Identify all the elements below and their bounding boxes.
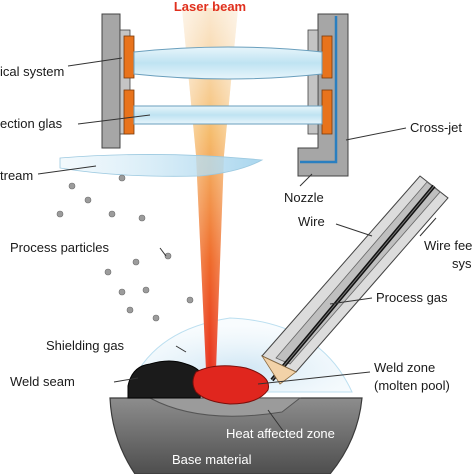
wire-feed-assembly [260, 175, 449, 385]
leader-heat-affected-zone [267, 409, 285, 433]
gas-stream [59, 154, 264, 177]
cross-jet-label: Cross-jet [410, 120, 462, 135]
leader-shielding-gas [175, 345, 187, 353]
base-material [109, 397, 363, 474]
glass-mount-left [123, 89, 135, 135]
focusing-lens [133, 46, 323, 80]
leader-gas-stream [37, 165, 97, 175]
leader-protection-glass [77, 114, 151, 125]
weld-zone-label-line2: (molten pool) [374, 378, 450, 393]
process-particles [56, 174, 194, 322]
nozzle-label: Nozzle [284, 190, 324, 205]
protection-glass [133, 105, 323, 125]
leader-process-gas [329, 297, 373, 305]
leader-process-particles [159, 247, 167, 257]
leader-weld-seam [113, 377, 139, 383]
lens-mount-right [321, 35, 333, 79]
leader-optical-system [67, 57, 123, 67]
housing-left-wall [101, 13, 121, 149]
laser-beam-label: Laser beam [174, 0, 246, 14]
lens-mount-left [123, 35, 135, 79]
leader-cross-jet [345, 127, 407, 141]
weld-seam-label: Weld seam [10, 374, 75, 389]
wire-feed-label-line2: sys [452, 256, 472, 271]
shielding-gas-label: Shielding gas [46, 338, 125, 353]
process-gas-label: Process gas [376, 290, 448, 305]
weld-zone-label-line1: Weld zone [374, 360, 435, 375]
wire-label: Wire [298, 214, 325, 229]
laser-beam-sheen [182, 8, 238, 370]
leader-wire-feed [419, 217, 437, 237]
wire-highlight [271, 185, 435, 381]
optical-system-label: ical system [0, 64, 64, 79]
molten-pool [192, 365, 270, 405]
cross-jet-channel [300, 16, 338, 164]
base-material-label: Base material [172, 452, 252, 467]
housing-right-inner [307, 29, 319, 135]
heat-affected-zone [149, 397, 302, 417]
process-particles-label: Process particles [10, 240, 109, 255]
glass-mount-right [321, 89, 333, 135]
leader-wire [335, 223, 373, 237]
heat-affected-zone-label: Heat affected zone [226, 426, 335, 441]
wire-feed-label-line1: Wire fee [424, 238, 472, 253]
leader-weld-zone [257, 371, 371, 385]
gas-stream-label: tream [0, 168, 33, 183]
weld-seam [127, 360, 205, 399]
wire-tip-cone [260, 355, 297, 385]
protection-glass-label: ection glas [0, 116, 63, 131]
leader-nozzle [299, 173, 313, 187]
